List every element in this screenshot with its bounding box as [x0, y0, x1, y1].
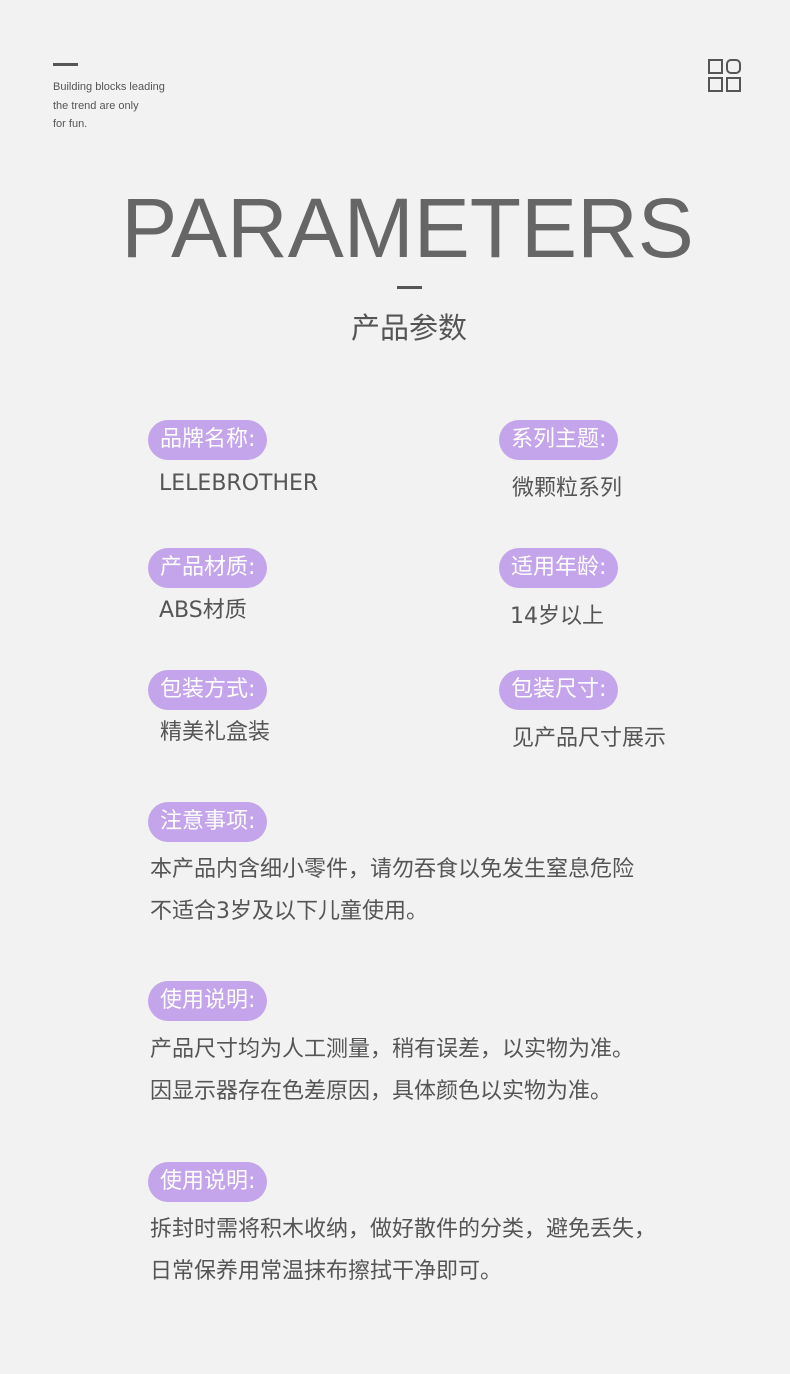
- brand-label-badge: 品牌名称:: [148, 420, 268, 460]
- size-label-badge: 包装尺寸:: [499, 670, 619, 710]
- top-dash-divider: [53, 63, 78, 66]
- usage-line: 因显示器存在色差原因，具体颜色以实物为准。: [150, 1079, 613, 1104]
- title-dash-divider: [397, 286, 422, 289]
- series-label-badge: 系列主题:: [499, 420, 619, 460]
- packing-value: 精美礼盒装: [160, 720, 271, 745]
- notice-line: 本产品内含细小零件，请勿吞食以免发生窒息危险: [150, 857, 635, 882]
- material-value: ABS材质: [159, 598, 247, 623]
- age-value: 14岁以上: [510, 604, 604, 629]
- notice-line: 不适合3岁及以下儿童使用。: [150, 899, 428, 924]
- usage-line: 产品尺寸均为人工测量，稍有误差，以实物为准。: [150, 1037, 635, 1062]
- care-line: 拆封时需将积木收纳，做好散件的分类，避免丢失，: [150, 1217, 657, 1242]
- usage-label-badge: 使用说明:: [148, 981, 268, 1021]
- care-label-badge: 使用说明:: [148, 1162, 268, 1202]
- series-value: 微颗粒系列: [512, 476, 623, 501]
- tagline-line: the trend are only: [53, 99, 139, 112]
- page-subtitle: 产品参数: [350, 311, 467, 345]
- care-line: 日常保养用常温抹布擦拭干净即可。: [150, 1259, 503, 1284]
- tagline: Building blocks leading the trend are on…: [53, 78, 165, 134]
- brand-value: LELEBROTHER: [159, 471, 319, 496]
- packing-label-badge: 包装方式:: [148, 670, 268, 710]
- tagline-line: for fun.: [53, 118, 88, 130]
- material-label-badge: 产品材质:: [148, 548, 268, 588]
- usage-text: 产品尺寸均为人工测量，稍有误差，以实物为准。 因显示器存在色差原因，具体颜色以实…: [150, 1029, 634, 1113]
- age-label-badge: 适用年龄:: [499, 548, 619, 588]
- page-title: PARAMETERS: [121, 181, 694, 275]
- size-value: 见产品尺寸展示: [512, 726, 667, 751]
- notice-text: 本产品内含细小零件，请勿吞食以免发生窒息危险 不适合3岁及以下儿童使用。: [150, 849, 634, 933]
- notice-label-badge: 注意事项:: [148, 802, 268, 842]
- tagline-line: Building blocks leading: [53, 81, 165, 93]
- care-text: 拆封时需将积木收纳，做好散件的分类，避免丢失， 日常保养用常温抹布擦拭干净即可。: [150, 1209, 656, 1293]
- grid-icon: [708, 59, 741, 92]
